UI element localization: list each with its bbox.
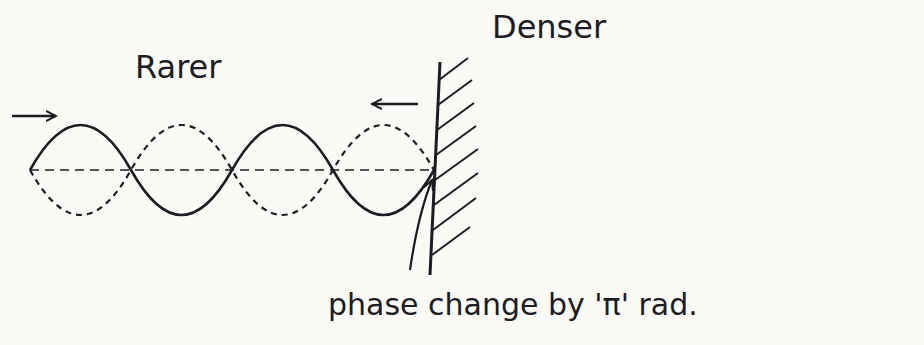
- medium-label: Denser: [492, 10, 606, 45]
- incident-wave: [30, 125, 434, 215]
- incident-direction-arrow: [12, 115, 56, 117]
- reflected-direction-arrow: [372, 103, 418, 105]
- note-label: phase change by 'π' rad.: [328, 288, 698, 321]
- wall-hatching: [432, 58, 478, 255]
- boundary-wall: [430, 62, 440, 275]
- medium-label: Rarer: [135, 50, 221, 85]
- leader-arrow: [410, 180, 432, 270]
- reflected-wave: [30, 125, 434, 215]
